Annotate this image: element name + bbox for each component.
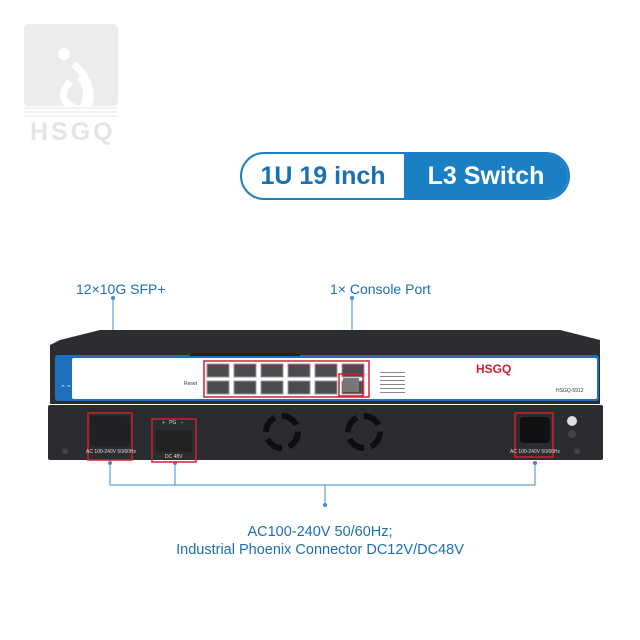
dc-connector-highlight bbox=[151, 418, 197, 463]
title-pill: 1U 19 inch L3 Switch bbox=[240, 152, 570, 200]
sfp-port bbox=[206, 380, 230, 395]
svg-text:⌃⌃⌃⌃⌃: ⌃⌃⌃⌃⌃ bbox=[60, 384, 89, 392]
brand-logo bbox=[22, 22, 120, 122]
power-caption-line2: Industrial Phoenix Connector DC12V/DC48V bbox=[176, 542, 464, 558]
dc-pins-label: + PG − bbox=[162, 420, 184, 426]
dc-label: DC 48V bbox=[165, 454, 183, 460]
ac-right-highlight bbox=[514, 412, 554, 458]
power-caption-line1: AC100-240V 50/60Hz; bbox=[247, 524, 393, 540]
sfp-port bbox=[233, 363, 257, 378]
brand-logo-text: HSGQ bbox=[30, 118, 116, 146]
reset-button[interactable]: Reset bbox=[184, 381, 198, 387]
sfp-port bbox=[314, 380, 338, 395]
sfp-port bbox=[206, 363, 230, 378]
sfp-port bbox=[314, 363, 338, 378]
sfp-port bbox=[341, 363, 365, 378]
form-factor-label: 1U 19 inch bbox=[260, 161, 386, 190]
console-highlight bbox=[338, 373, 364, 397]
model-label: HSGQ-5912 bbox=[556, 388, 584, 394]
sfp-highlight bbox=[203, 360, 370, 398]
sfp-callout: 12×10G SFP+ bbox=[76, 281, 166, 297]
sfp-port bbox=[287, 380, 311, 395]
console-callout: 1× Console Port bbox=[330, 281, 431, 297]
ac-right-label: AC 100-240V 50/60Hz bbox=[510, 449, 561, 455]
sfp-port bbox=[260, 380, 284, 395]
ac-left-highlight bbox=[87, 412, 133, 461]
sfp-port bbox=[287, 363, 311, 378]
front-brand: HSGQ bbox=[476, 362, 512, 376]
sfp-port bbox=[233, 380, 257, 395]
product-type-label: L3 Switch bbox=[404, 154, 568, 198]
ac-left-label: AC 100-240V 50/60Hz bbox=[86, 449, 137, 455]
sfp-port bbox=[260, 363, 284, 378]
